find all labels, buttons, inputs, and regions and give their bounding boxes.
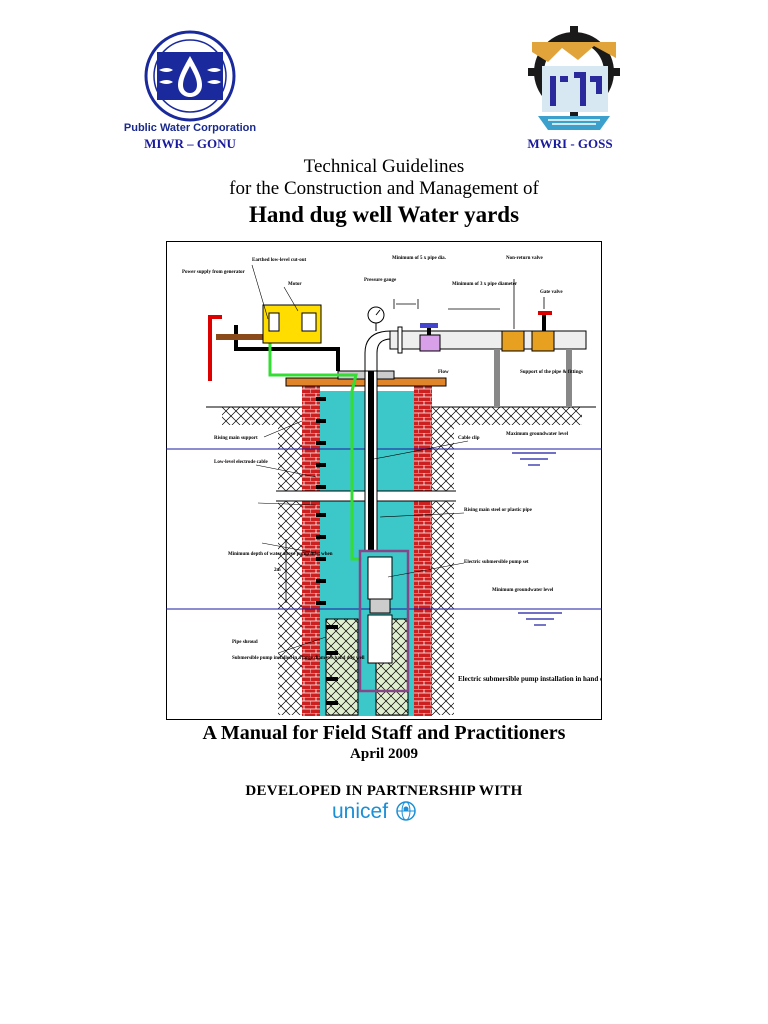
- unicef-globe-icon: [396, 801, 416, 827]
- diagram-caption: Electric submersible pump installation i…: [458, 675, 602, 683]
- title-line-2: for the Construction and Management of: [229, 178, 539, 199]
- label-min-gw: Minimum groundwater level: [492, 588, 554, 593]
- well-diagram-svg: Power supply from generator Earthed low-…: [166, 241, 628, 720]
- label-motor: Motor: [288, 282, 302, 287]
- label-gate-valve: Gate valve: [540, 290, 563, 295]
- label-non-return: Non-return valve: [506, 256, 543, 261]
- title-line-3: Hand dug well Water yards: [248, 202, 520, 227]
- label-electrode-cable: Low-level electrode cable: [214, 460, 269, 465]
- label-earthed-cutout: Earthed low-level cut-out: [252, 258, 306, 263]
- label-flow: Flow: [438, 370, 449, 375]
- unicef-wordmark: unicef: [332, 800, 389, 823]
- unicef-logo: unicef: [332, 800, 416, 827]
- label-installed: Submersible pump installed in a large di…: [232, 656, 365, 661]
- label-pump-set: Electric submersible pump set: [464, 560, 529, 565]
- mwri-logo: [528, 22, 620, 134]
- label-support: Support of the pipe & fittings: [520, 370, 583, 375]
- label-pressure-gauge: Pressure gauge: [364, 278, 397, 283]
- left-org-name: Public Water Corporation: [123, 122, 257, 134]
- manual-subtitle: A Manual for Field Staff and Practitione…: [202, 722, 566, 744]
- label-pipe-shroud: Pipe shroud: [232, 640, 258, 645]
- partnership-line: DEVELOPED IN PARTNERSHIP WITH: [245, 783, 523, 799]
- publication-date: April 2009: [350, 746, 418, 762]
- label-2m: 2m: [274, 568, 282, 573]
- label-min-3x: Minimum of 3 x pipe diameter: [452, 282, 518, 287]
- label-power-supply: Power supply from generator: [182, 270, 246, 275]
- label-min-5x: Minimum of 5 x pipe dia.: [392, 256, 447, 261]
- label-rising-main-support: Rising main support: [214, 436, 258, 441]
- label-max-gw: Maximum groundwater level: [506, 432, 569, 437]
- label-rising-main: Rising main steel or plastic pipe: [464, 508, 533, 513]
- title-line-1: Technical Guidelines: [303, 156, 465, 177]
- label-min-depth: Minimum depth of water above pump inlet …: [228, 552, 333, 557]
- pwc-logo: [135, 30, 245, 122]
- label-cable-clip: Cable clip: [458, 436, 480, 441]
- left-ministry: MIWR – GONU: [144, 136, 236, 151]
- well-diagram: Power supply from generator Earthed low-…: [166, 241, 628, 720]
- right-ministry: MWRI - GOSS: [527, 136, 613, 151]
